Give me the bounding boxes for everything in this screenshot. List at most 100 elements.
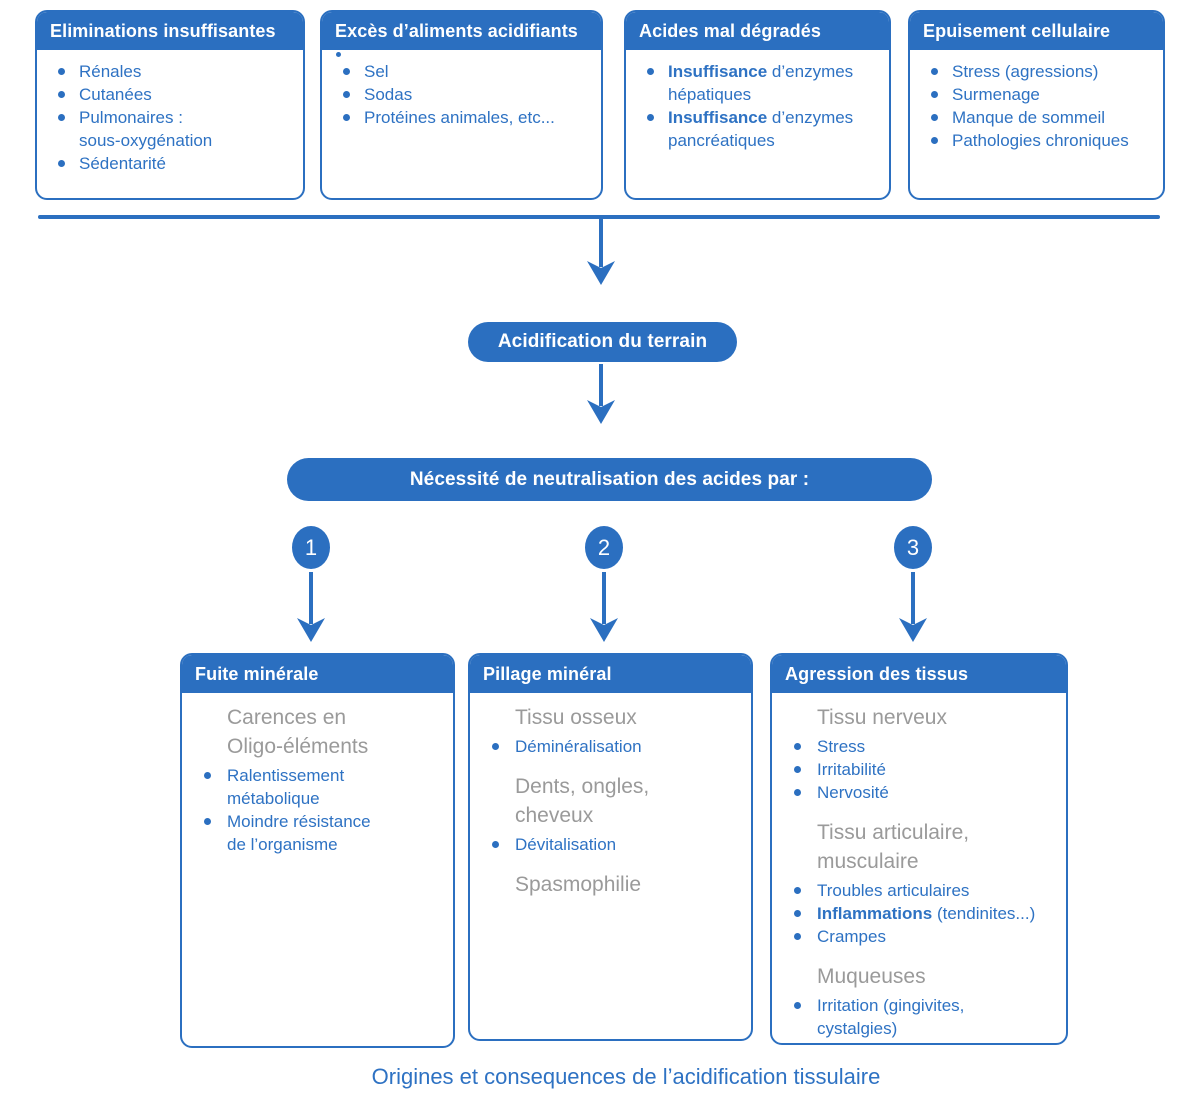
bullet-list: Insuffisance d’enzymes hépatiques Insuff… (626, 50, 889, 152)
result-box-agression-tissus: Agression des tissus Tissu nerveux Stres… (770, 653, 1068, 1045)
bullet-dot (57, 91, 65, 98)
bullet-list: Troubles articulaires Inflammations (ten… (772, 878, 1060, 948)
bullet-list: Sel Sodas Protéines animales, etc... (322, 50, 601, 129)
bullet-dot (492, 841, 499, 848)
list-item-text: Crampes (817, 927, 886, 946)
list-item-text: Rénales (79, 62, 142, 81)
cause-box-aliments: Excès d’aliments acidifiants Sel Sodas P… (320, 10, 603, 200)
section-heading: Dents, ongles, cheveux (515, 775, 650, 827)
list-item: Stress (agressions) (916, 60, 1155, 83)
bullet-dot (930, 137, 938, 144)
bullet-dot (930, 68, 938, 75)
bullet-dot (794, 910, 801, 917)
list-item: Moindre résistance de l’organisme (188, 810, 441, 856)
section-heading: Tissu osseux (515, 706, 637, 729)
step-circle-1: 1 (292, 526, 330, 569)
list-item: Stress (778, 735, 1054, 758)
bullet-dot (794, 743, 801, 750)
list-item: Rénales (43, 60, 295, 83)
section: Muqueuses Irritation (gingivites, cystal… (772, 962, 1060, 1040)
list-item: Nervosité (778, 781, 1054, 804)
list-item: Inflammations (tendinites...) (778, 902, 1054, 925)
list-item-text: Inflammations (tendinites...) (817, 904, 1036, 923)
arrow-down-icon (590, 572, 618, 642)
list-item: Sédentarité (43, 152, 295, 175)
section-heading: Carences en Oligo-éléments (227, 706, 369, 758)
list-item: Manque de sommeil (916, 106, 1155, 129)
list-item-text: Nervosité (817, 783, 889, 802)
list-item-text: Cutanées (79, 85, 152, 104)
bullet-dot (342, 114, 350, 121)
bullet-list: Irritation (gingivites, cystalgies) (772, 993, 1060, 1040)
bullet-dot (342, 68, 350, 75)
section: Tissu osseux Déminéralisation (470, 703, 745, 758)
bullet-dot (57, 68, 65, 75)
arrow-down-icon (899, 572, 927, 642)
list-item: Sodas (328, 83, 593, 106)
bullet-dot (57, 160, 65, 167)
section-heading: Tissu articulaire, musculaire (817, 821, 970, 873)
list-item: Cutanées (43, 83, 295, 106)
list-item-text: Irritation (gingivites, cystalgies) (817, 996, 965, 1038)
list-item: Protéines animales, etc... (328, 106, 593, 129)
bullet-list: Stress (agressions) Surmenage Manque de … (910, 50, 1163, 152)
list-item: Pathologies chroniques (916, 129, 1155, 152)
arrow-down-icon (587, 219, 615, 285)
list-item: Dévitalisation (476, 833, 739, 856)
list-item: Ralentissement métabolique (188, 764, 441, 810)
bullet-dot (204, 772, 211, 779)
bullet-dot (57, 114, 65, 121)
list-item-text: Sodas (364, 85, 413, 104)
box-title: Fuite minérale (182, 655, 453, 693)
list-item-text: Moindre résistance de l’organisme (227, 812, 371, 854)
bullet-dot (930, 114, 938, 121)
section-heading: Muqueuses (817, 965, 926, 988)
list-item: Crampes (778, 925, 1054, 948)
horizontal-divider (38, 215, 1160, 219)
pill-acidification: Acidification du terrain (468, 322, 737, 362)
result-box-fuite-minerale: Fuite minérale Carences en Oligo-élément… (180, 653, 455, 1048)
list-item: Déminéralisation (476, 735, 739, 758)
bullet-list: Ralentissement métabolique Moindre résis… (182, 763, 447, 856)
stray-bullet-dot (336, 52, 341, 57)
section: Tissu articulaire, musculaire Troubles a… (772, 818, 1060, 948)
section-heading: Spasmophilie (515, 873, 642, 896)
cause-box-acides: Acides mal dégradés Insuffisance d’enzym… (624, 10, 891, 200)
list-item: Insuffisance d’enzymes pancréatiques (632, 106, 881, 152)
step-circle-2: 2 (585, 526, 623, 569)
bullet-list: Dévitalisation (470, 832, 745, 856)
bullet-dot (794, 1002, 801, 1009)
bullet-dot (646, 68, 654, 75)
list-item-text: Ralentissement métabolique (227, 766, 345, 808)
result-box-pillage-mineral: Pillage minéral Tissu osseux Déminéralis… (468, 653, 753, 1041)
bullet-dot (794, 766, 801, 773)
box-body: Carences en Oligo-éléments Ralentissemen… (182, 693, 453, 856)
bullet-dot (342, 91, 350, 98)
box-body: Tissu osseux Déminéralisation Dents, ong… (470, 693, 751, 899)
bullet-dot (646, 114, 654, 121)
bullet-list: Rénales Cutanées Pulmonaires : sous-oxyg… (37, 50, 303, 175)
list-item-text: Pathologies chroniques (952, 131, 1129, 150)
bullet-dot (794, 933, 801, 940)
pill-neutralisation: Nécessité de neutralisation des acides p… (287, 458, 932, 501)
bullet-dot (794, 887, 801, 894)
bullet-dot (930, 91, 938, 98)
box-title: Eliminations insuffisantes (37, 12, 303, 50)
bullet-dot (794, 789, 801, 796)
section: Dents, ongles, cheveux Dévitalisation (470, 772, 745, 856)
list-item-text: Irritabilité (817, 760, 886, 779)
arrow-down-icon (587, 364, 615, 424)
cause-box-eliminations: Eliminations insuffisantes Rénales Cutan… (35, 10, 305, 200)
list-item-text: Insuffisance d’enzymes pancréatiques (668, 108, 854, 150)
list-item-text: Surmenage (952, 85, 1040, 104)
list-item: Surmenage (916, 83, 1155, 106)
list-item: Sel (328, 60, 593, 83)
box-body: Tissu nerveux Stress Irritabilité Nervos… (772, 693, 1066, 1040)
bullet-list: Stress Irritabilité Nervosité (772, 734, 1060, 804)
step-circle-3: 3 (894, 526, 932, 569)
list-item: Troubles articulaires (778, 879, 1054, 902)
box-title: Agression des tissus (772, 655, 1066, 693)
box-title: Pillage minéral (470, 655, 751, 693)
section: Tissu nerveux Stress Irritabilité Nervos… (772, 703, 1060, 804)
